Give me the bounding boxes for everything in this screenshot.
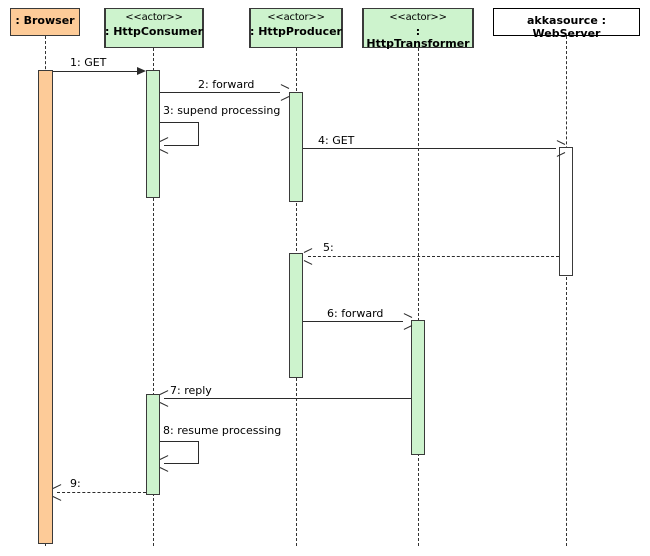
lifeline-head-httptransformer[interactable]: <<actor>> : HttpTransformer (362, 8, 474, 51)
message-line-6[interactable] (303, 321, 403, 322)
lifeline-webserver (566, 36, 567, 546)
activation-browser (38, 70, 53, 544)
message-line-2[interactable] (160, 92, 280, 93)
message-label-4: 4: GET (318, 134, 355, 147)
activation-httptransformer-1 (411, 320, 425, 455)
message-line-4[interactable] (303, 148, 556, 149)
activation-httpproducer-1 (289, 92, 303, 202)
stereotype-httpconsumer: <<actor>> (125, 12, 183, 23)
message-line-3-bottom[interactable] (164, 145, 199, 146)
message-line-3-side (198, 122, 199, 145)
lifeline-head-httpconsumer[interactable]: <<actor>> : HttpConsumer (104, 8, 204, 48)
message-arrowhead-1 (137, 67, 146, 75)
lifeline-httptransformer (418, 48, 419, 546)
message-label-2: 2: forward (198, 78, 255, 91)
stereotype-httpproducer: <<actor>> (267, 12, 325, 23)
lifeline-httpconsumer (153, 48, 154, 546)
message-label-6: 6: forward (327, 307, 384, 320)
message-label-9: 9: (70, 477, 81, 490)
lifeline-name-httpproducer: : HttpProducer (250, 24, 342, 38)
lifeline-name-webserver: akkasource : WebServer (526, 14, 607, 40)
message-label-8: 8: resume processing (163, 424, 282, 437)
lifeline-head-webserver[interactable]: akkasource : WebServer (493, 8, 640, 40)
message-label-1: 1: GET (70, 56, 107, 69)
message-line-3-top[interactable] (160, 122, 199, 123)
lifeline-head-httpproducer[interactable]: <<actor>> : HttpProducer (249, 8, 343, 48)
message-line-1[interactable] (53, 71, 137, 72)
message-label-7: 7: reply (170, 384, 212, 397)
lifeline-head-browser[interactable]: : Browser (10, 8, 80, 36)
message-line-7[interactable] (164, 398, 411, 399)
activation-httpproducer-2 (289, 253, 303, 378)
message-line-8-bottom[interactable] (164, 463, 199, 464)
lifeline-name-httpconsumer: : HttpConsumer (105, 24, 204, 38)
message-line-9[interactable] (57, 492, 146, 493)
lifeline-name-httptransformer: : HttpTransformer (366, 24, 470, 51)
lifeline-name-browser: : Browser (15, 14, 75, 27)
message-line-8-top[interactable] (160, 441, 199, 442)
activation-httpconsumer-2 (146, 394, 160, 495)
message-line-8-side (198, 441, 199, 463)
message-label-3: 3: supend processing (163, 104, 281, 117)
activation-httpconsumer-1 (146, 70, 160, 198)
activation-webserver-1 (559, 147, 573, 276)
message-line-5[interactable] (308, 256, 559, 257)
message-label-5: 5: (323, 241, 334, 254)
stereotype-httptransformer: <<actor>> (389, 12, 447, 23)
